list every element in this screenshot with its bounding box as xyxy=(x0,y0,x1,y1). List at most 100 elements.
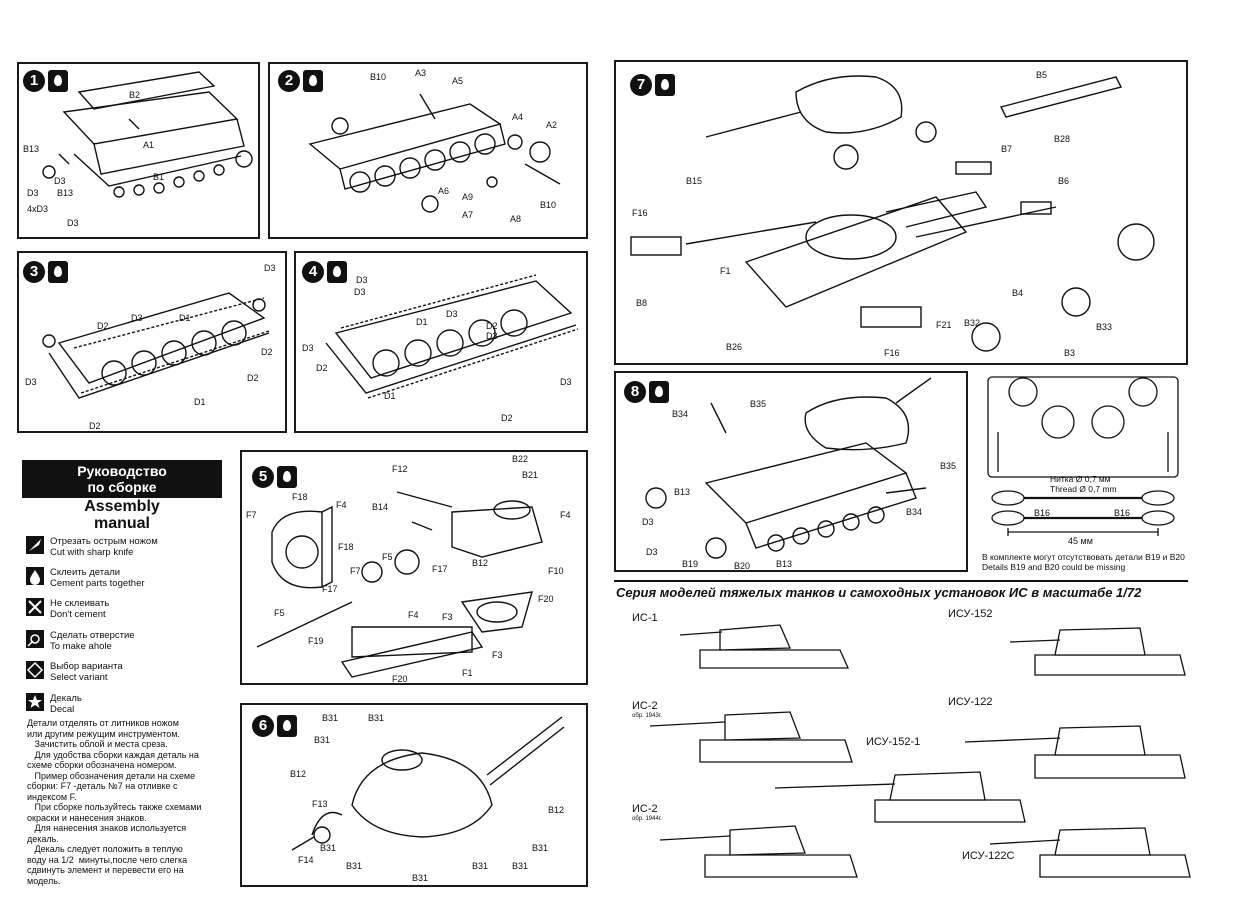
part-label: B16 xyxy=(1114,508,1131,518)
part-label: F20 xyxy=(392,674,408,684)
series-title: Серия моделей тяжелых танков и самоходны… xyxy=(616,585,1142,600)
note-line: индексом F. xyxy=(27,791,77,802)
step-number: 7 xyxy=(630,74,652,96)
part-label: B31 xyxy=(512,861,529,871)
part-label: F17 xyxy=(322,584,338,594)
note-line: Для удобства сборки каждая деталь на xyxy=(27,749,199,760)
legend-text-ru: Не склеивать xyxy=(50,598,110,609)
legend-text-en: Decal xyxy=(50,704,75,715)
step-5-drawing xyxy=(256,491,543,678)
part-label: F16 xyxy=(884,348,900,358)
note-line: Детали отделять от литников ножом xyxy=(27,718,179,728)
part-label: B34 xyxy=(906,507,923,517)
part-label: B4 xyxy=(1012,288,1024,298)
front-view-drawing xyxy=(987,376,1179,536)
part-label: F16 xyxy=(632,208,648,218)
part-label: D2 xyxy=(89,421,101,431)
tank-name-isu152: ИСУ-152 xyxy=(948,608,993,620)
note-line: сдвинуть элемент и перевести его на xyxy=(27,865,184,875)
part-label: B31 xyxy=(412,873,429,883)
part-label: A4 xyxy=(512,112,524,122)
part-label: B21 xyxy=(522,470,539,480)
legend-text-ru: Выбор варианта xyxy=(50,661,123,672)
step-4-drawing xyxy=(325,274,579,399)
note-line: Зачистить облой и места среза. xyxy=(27,739,168,749)
step-1-drawing xyxy=(42,71,253,198)
part-label: B13 xyxy=(57,188,74,198)
manual-title-ru-line2: по сборке xyxy=(87,479,157,495)
part-label: D3 xyxy=(486,331,498,341)
part-label: B13 xyxy=(776,559,793,569)
part-label: B34 xyxy=(672,409,689,419)
part-label: D3 xyxy=(67,218,79,228)
part-label: B35 xyxy=(940,461,957,471)
part-label: D1 xyxy=(416,317,428,327)
part-label: F18 xyxy=(292,492,308,502)
series-divider xyxy=(614,580,1188,582)
cement-drop-icon xyxy=(649,381,669,403)
part-label: D2 xyxy=(486,321,498,331)
step-badge: 1 xyxy=(23,70,68,92)
step-badge: 5 xyxy=(252,466,297,488)
part-label: D3 xyxy=(264,263,276,273)
part-label: D3 xyxy=(446,309,458,319)
step-badge: 3 xyxy=(23,261,68,283)
cement-drop-icon xyxy=(327,261,347,283)
note-line: Пример обозначения детали на схеме xyxy=(27,770,196,781)
step-8-drawing xyxy=(645,377,932,559)
tank-name-is1: ИС-1 xyxy=(632,612,658,624)
step-3-panel: 3 D3 D2 D3 D1 D2 D3 D1 D2 D2 xyxy=(17,251,287,433)
part-label: F7 xyxy=(246,510,257,520)
part-label: B31 xyxy=(472,861,489,871)
part-label: D3 xyxy=(354,287,366,297)
part-label: D3 xyxy=(646,547,658,557)
part-label: 4xD3 xyxy=(27,204,49,214)
step-2-drawing xyxy=(308,93,561,213)
tank-name-isu122: ИСУ-122 xyxy=(948,696,993,708)
part-label: B31 xyxy=(314,735,331,745)
step-number: 5 xyxy=(252,466,274,488)
part-label: B31 xyxy=(346,861,363,871)
step-number: 2 xyxy=(278,70,300,92)
legend-text-en: Cut with sharp knife xyxy=(50,547,134,558)
part-label: B20 xyxy=(734,561,751,571)
legend-text-en: Select variant xyxy=(50,672,108,683)
note-line: При сборке пользуйтесь также схемами xyxy=(27,802,202,812)
part-label: D2 xyxy=(501,413,513,423)
tank-name-is2-1943: ИС-2 xyxy=(632,700,658,712)
part-label: B32 xyxy=(964,318,981,328)
part-label: D3 xyxy=(302,343,314,353)
note-line: окраски и нанесения знаков. xyxy=(27,812,147,823)
part-label: D3 xyxy=(25,377,37,387)
variant-icon xyxy=(26,661,44,679)
note-line: воду на 1/2 минуты,после чего слегка xyxy=(27,854,188,865)
step-number: 6 xyxy=(252,715,274,737)
manual-title-en-line1: Assembly xyxy=(84,498,160,515)
part-label: F14 xyxy=(298,855,314,865)
part-label: F19 xyxy=(308,636,324,646)
part-label: F5 xyxy=(382,552,393,562)
cement-drop-icon xyxy=(277,466,297,488)
part-label: D1 xyxy=(384,391,396,401)
part-label: F4 xyxy=(336,500,347,510)
part-label: F1 xyxy=(720,266,731,276)
no-cement-icon xyxy=(26,598,44,616)
part-label: F12 xyxy=(392,464,408,474)
step-6-panel: 6 B31 B31 B31 B12 B12 F13 F14 B31 B31 B3… xyxy=(240,703,588,887)
part-label: B31 xyxy=(322,713,339,723)
tank-variant-is2-1943: обр. 1943г. xyxy=(632,713,662,719)
decal-star-icon xyxy=(26,693,44,711)
step-6-drawing xyxy=(291,716,565,851)
part-label: B14 xyxy=(372,502,389,512)
cement-drop-icon xyxy=(26,567,44,585)
thread-text-en: Thread Ø 0,7 mm xyxy=(1050,484,1117,494)
step-number: 3 xyxy=(23,261,45,283)
part-label: F5 xyxy=(274,608,285,618)
tow-cable-inset: Нитка Ø 0,7 мм Thread Ø 0,7 mm B16 B16 4… xyxy=(978,372,1188,577)
legend-text-en: Don't cement xyxy=(50,609,106,620)
legend-text-en: Cement parts together xyxy=(50,578,145,589)
part-label: B10 xyxy=(370,72,387,82)
part-label: B31 xyxy=(368,713,385,723)
